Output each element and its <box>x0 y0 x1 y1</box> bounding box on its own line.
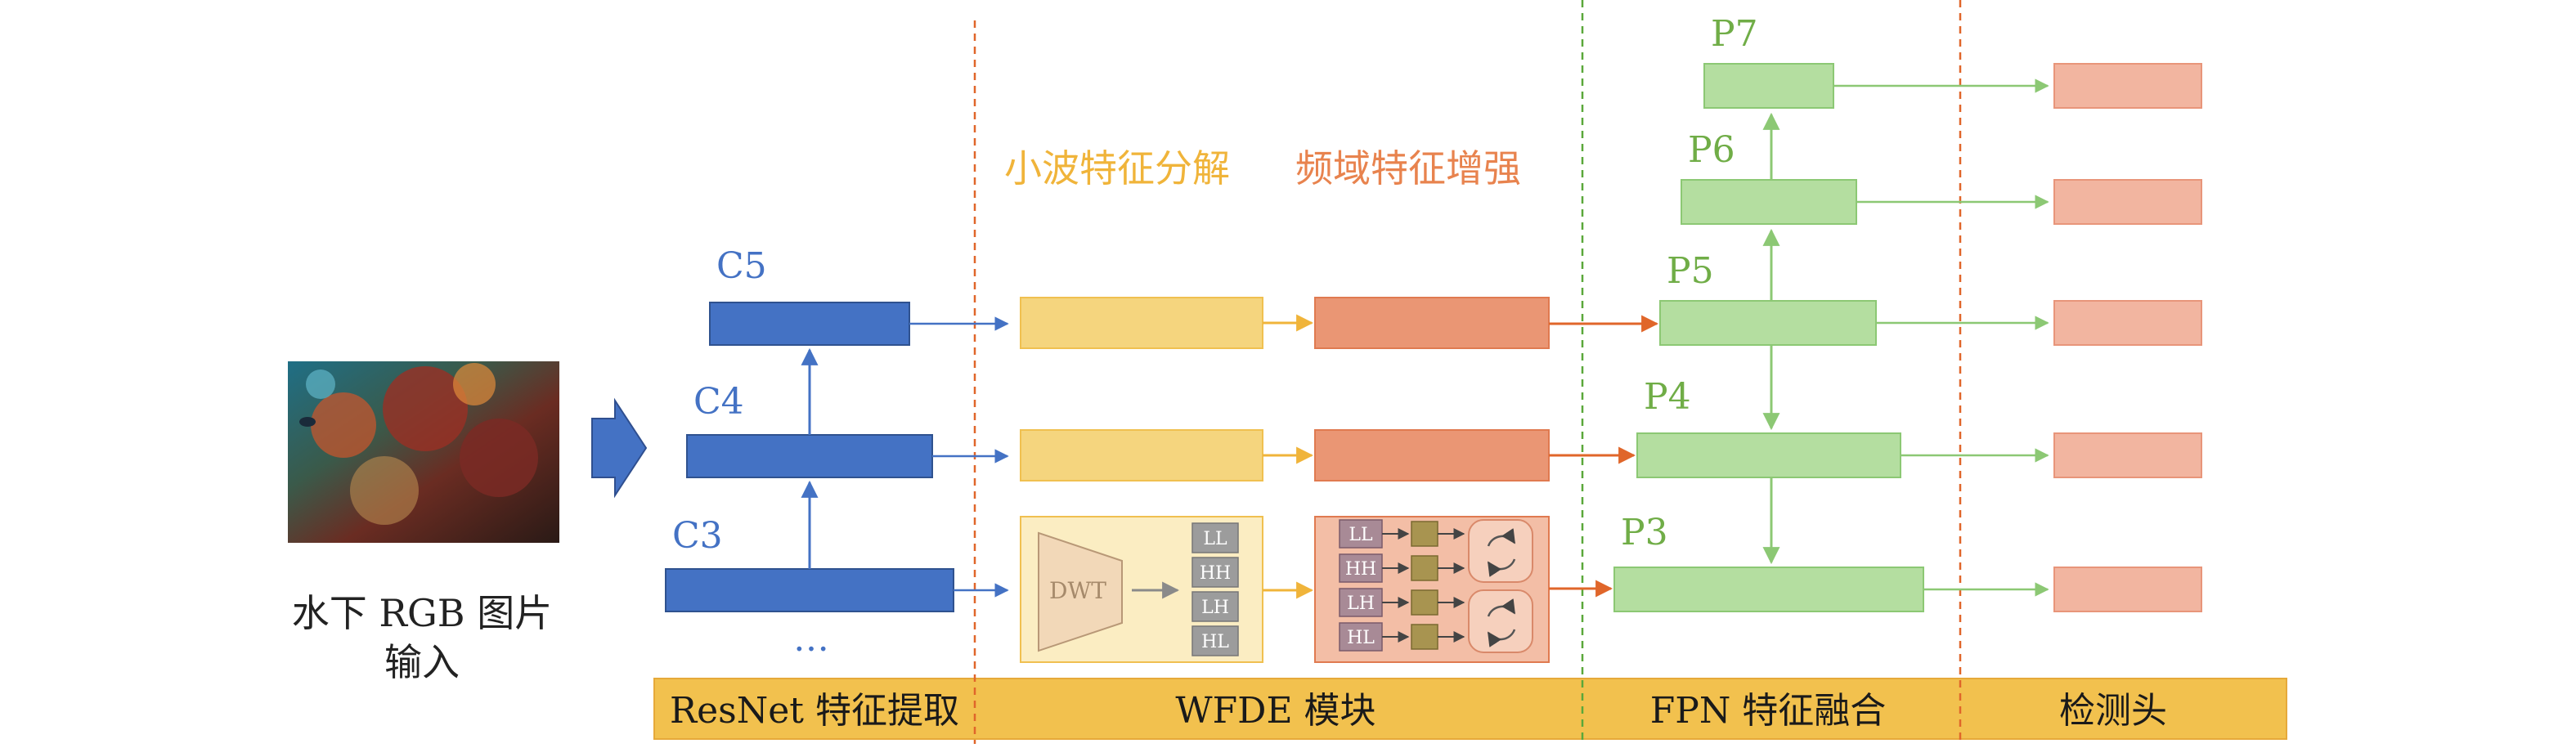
input-arrow-icon <box>591 397 648 499</box>
stage-label-wfde: WFDE 模块 <box>1175 690 1376 732</box>
freq-block-p4 <box>1314 429 1550 481</box>
label-c4: C4 <box>693 381 744 423</box>
wfde-title-decomposition: 小波特征分解 <box>1004 146 1230 190</box>
fpn: P7 P6 P5 P4 P3 <box>1613 13 1924 612</box>
wavelet-block-p5 <box>1020 297 1263 349</box>
backbone: C5 C4 C3 … <box>665 245 954 660</box>
input-image <box>288 361 559 543</box>
label-p6: P6 <box>1688 129 1735 171</box>
head-block-p3 <box>2053 567 2202 612</box>
head-block-p7 <box>2053 63 2202 109</box>
dwt-label: DWT <box>1049 577 1106 604</box>
enhance-unit-4 <box>1411 624 1438 650</box>
fpn-block-p3 <box>1613 567 1924 612</box>
refresh-icon <box>1468 589 1533 653</box>
freq-subband-lh: LH <box>1347 593 1375 614</box>
head-block-p6 <box>2053 179 2202 225</box>
subband-hh: HH <box>1200 563 1231 584</box>
subband-lh: LH <box>1201 598 1229 618</box>
subband-hl: HL <box>1201 632 1229 652</box>
dwt-trapezoid-icon <box>1038 531 1123 652</box>
wfde-title-enhancement: 频域特征增强 <box>1295 146 1521 190</box>
label-p4: P4 <box>1644 376 1691 418</box>
stage-label-resnet: ResNet 特征提取 <box>670 690 959 732</box>
freq-subband-hl: HL <box>1347 628 1375 648</box>
stage-label-head: 检测头 <box>2059 690 2167 732</box>
detection-heads <box>2053 63 2202 612</box>
enhance-unit-2 <box>1411 555 1438 581</box>
backbone-block-c3 <box>665 568 954 612</box>
label-p5: P5 <box>1667 250 1714 292</box>
fpn-block-p7 <box>1703 63 1834 109</box>
subband-ll: LL <box>1203 529 1227 549</box>
head-block-p4 <box>2053 432 2202 478</box>
backbone-ellipsis: … <box>793 618 829 660</box>
input-caption-line2: 输入 <box>384 640 460 684</box>
freq-detail-block: LL HH LH HL <box>1314 516 1550 663</box>
wavelet-block-p4 <box>1020 429 1263 481</box>
refresh-icon <box>1468 519 1533 583</box>
stage-label-fpn: FPN 特征融合 <box>1650 690 1887 732</box>
enhance-unit-1 <box>1411 521 1438 547</box>
label-c3: C3 <box>672 515 723 557</box>
wavelet-detail-block: DWT LL HH LH HL <box>1020 516 1263 663</box>
stage-bar: ResNet 特征提取 WFDE 模块 FPN 特征融合 检测头 <box>653 678 2287 740</box>
backbone-block-c5 <box>709 302 910 346</box>
freq-subband-ll: LL <box>1349 525 1373 545</box>
head-block-p5 <box>2053 300 2202 346</box>
label-p7: P7 <box>1711 13 1758 55</box>
freq-block-p5 <box>1314 297 1550 349</box>
fpn-block-p4 <box>1636 432 1901 478</box>
label-c5: C5 <box>716 245 767 287</box>
enhance-unit-3 <box>1411 589 1438 616</box>
label-p3: P3 <box>1621 512 1668 553</box>
fpn-block-p5 <box>1659 300 1877 346</box>
input-caption-line1: 水下 RGB 图片 <box>292 591 552 635</box>
fpn-block-p6 <box>1681 179 1857 225</box>
freq-subband-hh: HH <box>1345 559 1376 580</box>
backbone-block-c4 <box>686 434 933 478</box>
